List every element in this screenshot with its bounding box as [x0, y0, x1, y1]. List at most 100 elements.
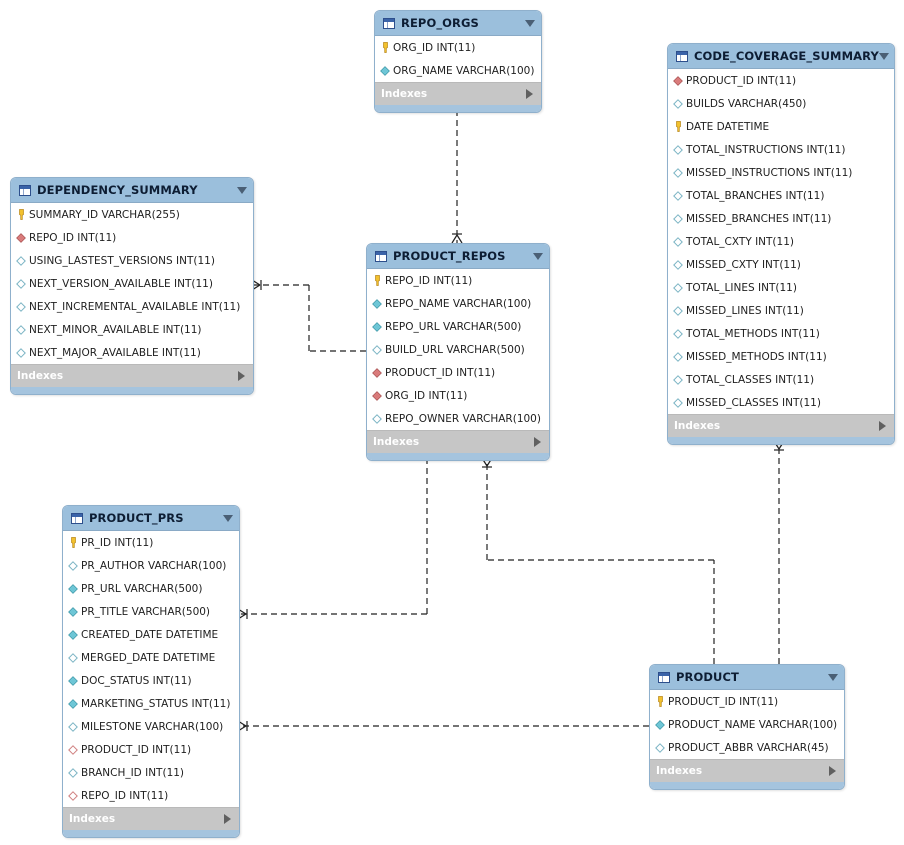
column-row[interactable]: PRODUCT_ID INT(11): [650, 690, 844, 713]
indexes-label: Indexes: [656, 765, 703, 777]
column-row[interactable]: PR_URL VARCHAR(500): [63, 577, 239, 600]
column-row[interactable]: BRANCH_ID INT(11): [63, 761, 239, 784]
column-row[interactable]: NEXT_INCREMENTAL_AVAILABLE INT(11): [11, 295, 253, 318]
column-row[interactable]: MILESTONE VARCHAR(100): [63, 715, 239, 738]
column-row[interactable]: NEXT_VERSION_AVAILABLE INT(11): [11, 272, 253, 295]
column-label: REPO_ID INT(11): [81, 789, 169, 802]
column-label: BRANCH_ID INT(11): [81, 766, 185, 779]
primary-key-icon: [380, 42, 390, 53]
column-row[interactable]: TOTAL_BRANCHES INT(11): [668, 184, 894, 207]
table-header[interactable]: CODE_COVERAGE_SUMMARY: [668, 44, 894, 69]
collapse-toggle-icon[interactable]: [878, 52, 889, 60]
column-row[interactable]: SUMMARY_ID VARCHAR(255): [11, 203, 253, 226]
primary-key-icon: [655, 696, 665, 707]
column-row[interactable]: BUILD_URL VARCHAR(500): [367, 338, 549, 361]
table-header[interactable]: REPO_ORGS: [375, 11, 541, 36]
column-row[interactable]: BUILDS VARCHAR(450): [668, 92, 894, 115]
column-row[interactable]: MERGED_DATE DATETIME: [63, 646, 239, 669]
table-header[interactable]: PRODUCT_PRS: [63, 506, 239, 531]
column-label: REPO_ID INT(11): [29, 231, 117, 244]
foreign-key-icon: [372, 367, 382, 378]
table-icon: [658, 671, 670, 683]
collapse-toggle-icon[interactable]: [525, 19, 535, 27]
column-row[interactable]: CREATED_DATE DATETIME: [63, 623, 239, 646]
column-row[interactable]: ORG_ID INT(11): [375, 36, 541, 59]
column-row[interactable]: REPO_OWNER VARCHAR(100): [367, 407, 549, 430]
column-row[interactable]: MISSED_BRANCHES INT(11): [668, 207, 894, 230]
nullable-column-icon: [68, 721, 78, 732]
column-row[interactable]: REPO_ID INT(11): [63, 784, 239, 807]
column-row[interactable]: MISSED_LINES INT(11): [668, 299, 894, 322]
nullable-column-icon: [673, 236, 683, 247]
column-row[interactable]: TOTAL_LINES INT(11): [668, 276, 894, 299]
nullable-column-icon: [673, 167, 683, 178]
collapse-toggle-icon[interactable]: [223, 514, 233, 522]
primary-key-icon: [16, 209, 26, 220]
collapse-toggle-icon[interactable]: [828, 673, 838, 681]
indexes-section[interactable]: Indexes: [668, 414, 894, 437]
column-row[interactable]: NEXT_MINOR_AVAILABLE INT(11): [11, 318, 253, 341]
column-label: DOC_STATUS INT(11): [81, 674, 192, 687]
column-row[interactable]: ORG_NAME VARCHAR(100): [375, 59, 541, 82]
table-title: CODE_COVERAGE_SUMMARY: [694, 49, 879, 63]
expand-arrow-icon[interactable]: [526, 89, 533, 99]
table-header[interactable]: DEPENDENCY_SUMMARY: [11, 178, 253, 203]
crow-foot-mark: [451, 234, 458, 244]
column-row[interactable]: MISSED_INSTRUCTIONS INT(11): [668, 161, 894, 184]
expand-arrow-icon[interactable]: [534, 437, 541, 447]
column-row[interactable]: PRODUCT_ID INT(11): [63, 738, 239, 761]
collapse-toggle-icon[interactable]: [533, 252, 543, 260]
expand-arrow-icon[interactable]: [879, 421, 886, 431]
column-label: PRODUCT_ABBR VARCHAR(45): [668, 741, 829, 754]
column-row[interactable]: PR_TITLE VARCHAR(500): [63, 600, 239, 623]
table-header[interactable]: PRODUCT_REPOS: [367, 244, 549, 269]
expand-arrow-icon[interactable]: [224, 814, 231, 824]
table-header[interactable]: PRODUCT: [650, 665, 844, 690]
indexes-section[interactable]: Indexes: [11, 364, 253, 387]
indexes-section[interactable]: Indexes: [63, 807, 239, 830]
column-row[interactable]: PR_ID INT(11): [63, 531, 239, 554]
column-row[interactable]: DATE DATETIME: [668, 115, 894, 138]
column-row[interactable]: PRODUCT_ID INT(11): [367, 361, 549, 384]
expand-arrow-icon[interactable]: [238, 371, 245, 381]
nullable-column-icon: [68, 560, 78, 571]
column-row[interactable]: TOTAL_INSTRUCTIONS INT(11): [668, 138, 894, 161]
table-code-coverage-summary[interactable]: CODE_COVERAGE_SUMMARY PRODUCT_ID INT(11)B…: [667, 43, 895, 445]
relationship-repo-orgs-to-product-repos: [451, 100, 463, 244]
column-row[interactable]: REPO_ID INT(11): [11, 226, 253, 249]
nullable-column-icon: [16, 255, 26, 266]
column-row[interactable]: PRODUCT_NAME VARCHAR(100): [650, 713, 844, 736]
nullable-column-icon: [673, 98, 683, 109]
indexes-section[interactable]: Indexes: [650, 759, 844, 782]
column-row[interactable]: REPO_NAME VARCHAR(100): [367, 292, 549, 315]
column-row[interactable]: DOC_STATUS INT(11): [63, 669, 239, 692]
column-row[interactable]: USING_LASTEST_VERSIONS INT(11): [11, 249, 253, 272]
column-row[interactable]: REPO_ID INT(11): [367, 269, 549, 292]
column-row[interactable]: MISSED_METHODS INT(11): [668, 345, 894, 368]
column-row[interactable]: MISSED_CXTY INT(11): [668, 253, 894, 276]
indexes-section[interactable]: Indexes: [375, 82, 541, 105]
column-row[interactable]: PRODUCT_ID INT(11): [668, 69, 894, 92]
column-row[interactable]: NEXT_MAJOR_AVAILABLE INT(11): [11, 341, 253, 364]
collapse-toggle-icon[interactable]: [237, 186, 247, 194]
column-row[interactable]: MISSED_CLASSES INT(11): [668, 391, 894, 414]
column-row[interactable]: MARKETING_STATUS INT(11): [63, 692, 239, 715]
column-row[interactable]: PRODUCT_ABBR VARCHAR(45): [650, 736, 844, 759]
column-row[interactable]: TOTAL_CLASSES INT(11): [668, 368, 894, 391]
nullable-column-icon: [673, 213, 683, 224]
expand-arrow-icon[interactable]: [829, 766, 836, 776]
column-row[interactable]: PR_AUTHOR VARCHAR(100): [63, 554, 239, 577]
column-row[interactable]: TOTAL_CXTY INT(11): [668, 230, 894, 253]
column-label: REPO_NAME VARCHAR(100): [385, 297, 532, 310]
nullable-column-icon: [68, 652, 78, 663]
column-row[interactable]: REPO_URL VARCHAR(500): [367, 315, 549, 338]
column-row[interactable]: TOTAL_METHODS INT(11): [668, 322, 894, 345]
indexes-section[interactable]: Indexes: [367, 430, 549, 453]
nullable-column-icon: [16, 347, 26, 358]
column-row[interactable]: ORG_ID INT(11): [367, 384, 549, 407]
